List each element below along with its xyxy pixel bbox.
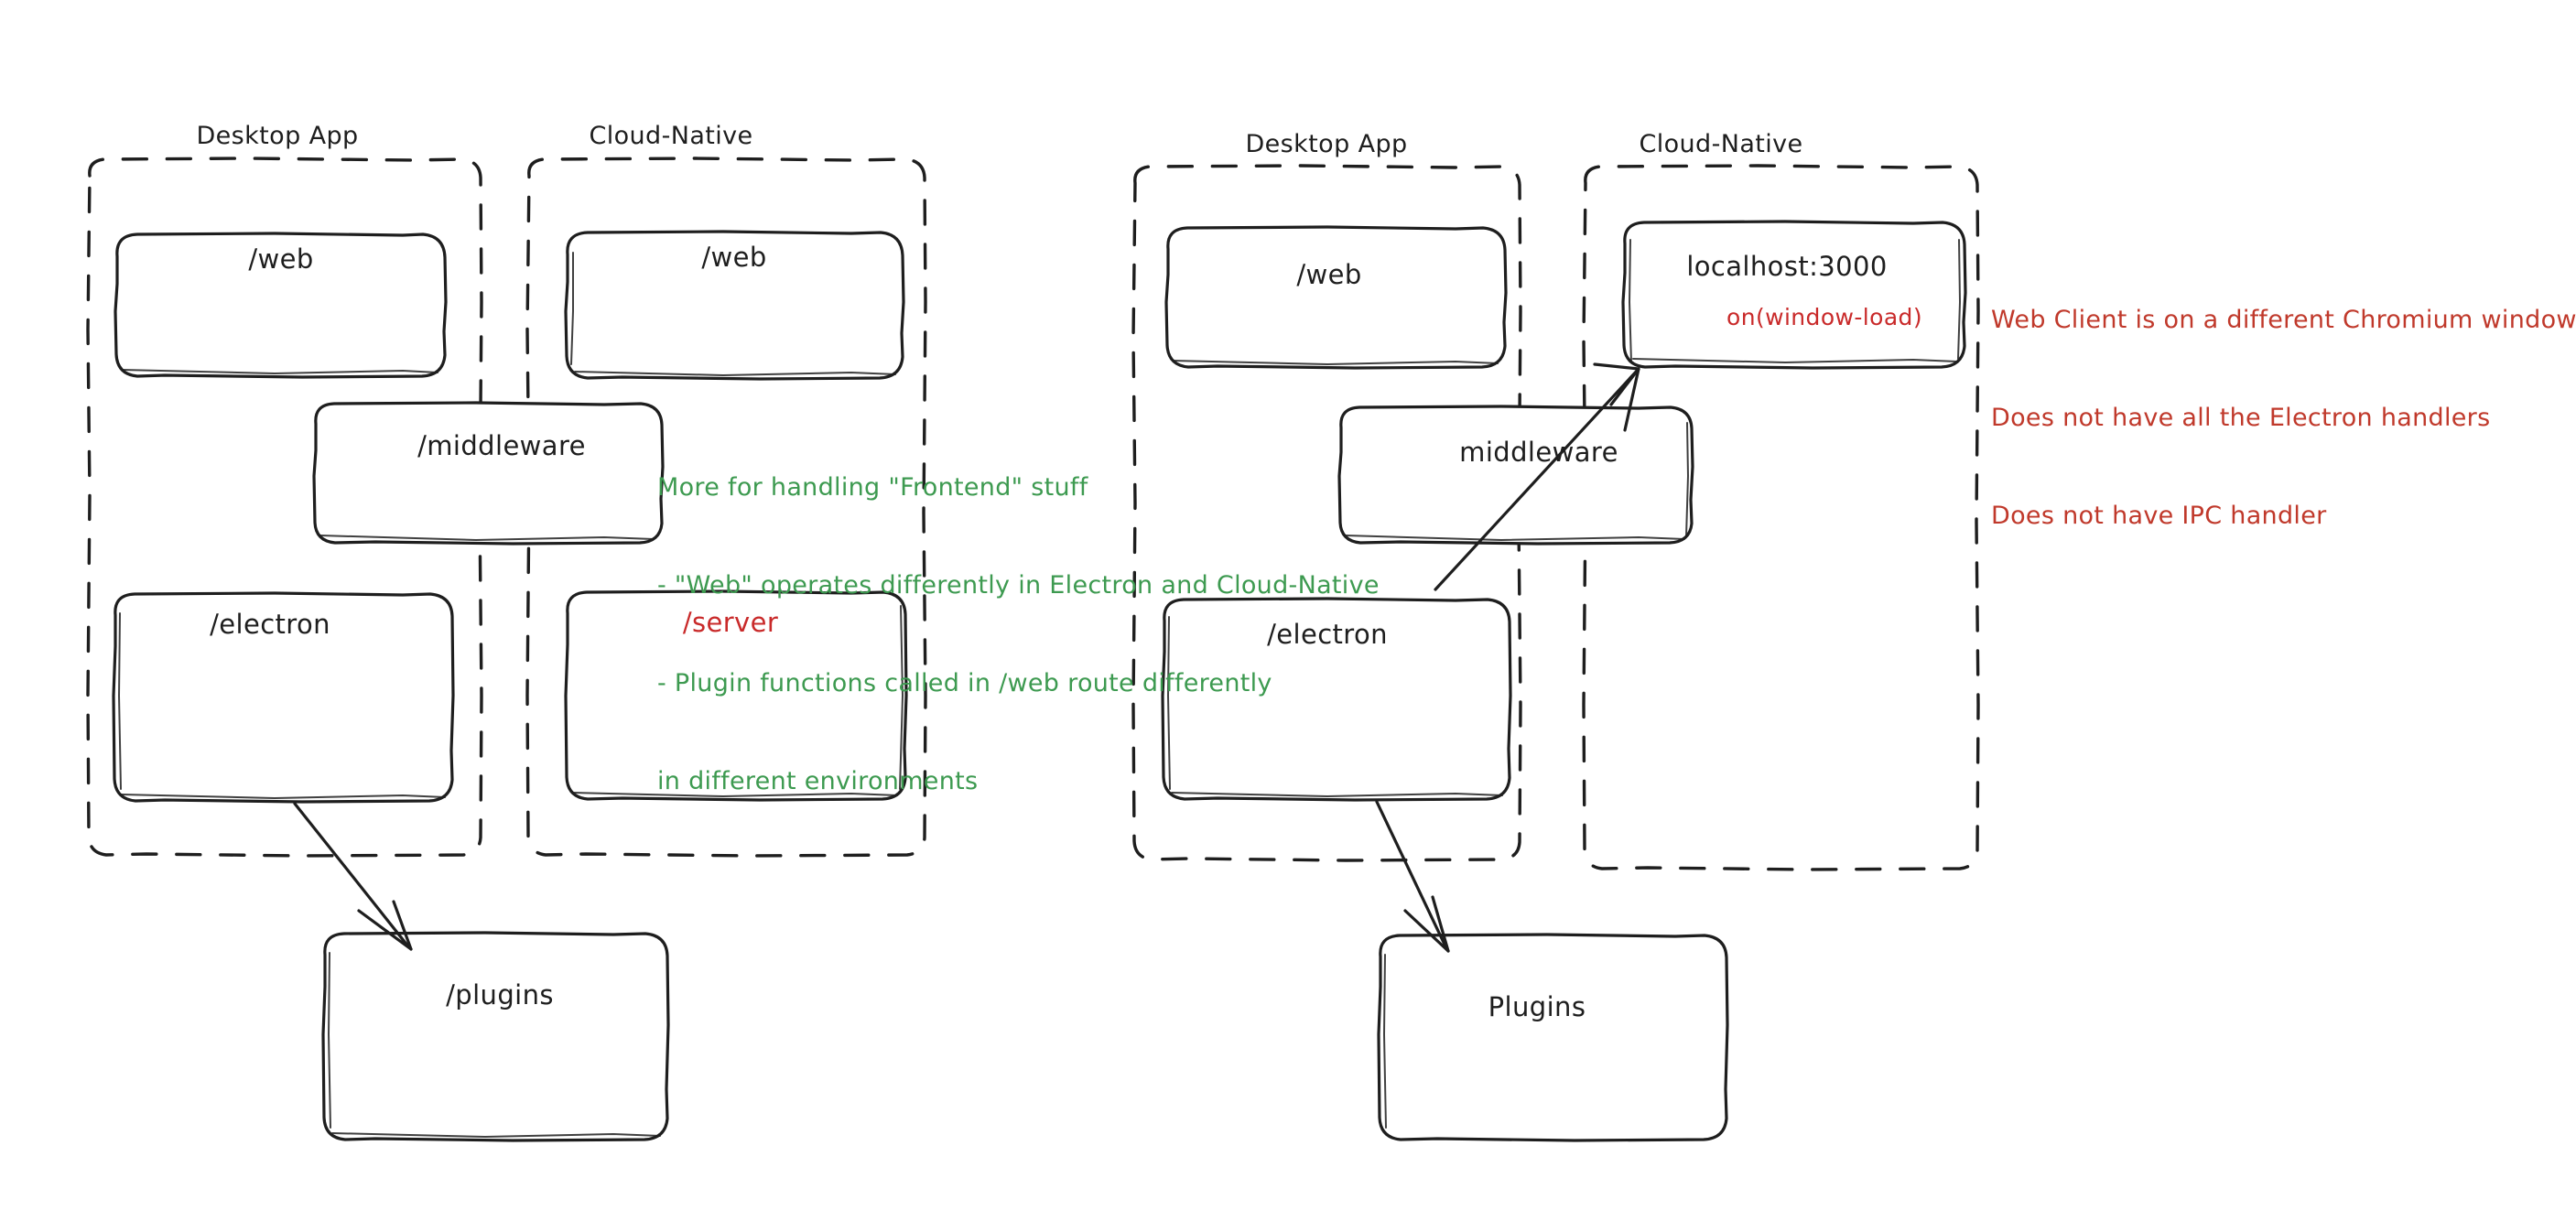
right-localhost-sublabel: on(window-load) [1726,304,1922,330]
left-electron-to-plugins-arrow [293,802,413,951]
left-plugins-label: /plugins [446,979,554,1010]
left-middleware-label: /middleware [417,430,586,461]
right-middleware-label: middleware [1459,437,1618,468]
left-electron-label: /electron [210,609,330,640]
right-desktop-app-title: Desktop App [1245,130,1408,158]
green-annotation-line-1: More for handling "Frontend" stuff [657,473,1088,503]
green-annotation-line-4: in different environments [657,766,979,795]
left-cloud-web-label: /web [701,242,767,273]
left-plugins-box [321,931,670,1142]
right-electron-to-plugins-arrow [1375,800,1450,953]
right-plugins-label: Plugins [1488,991,1586,1022]
green-annotation-line-2: - "Web" operates differently in Electron… [657,571,1380,600]
red-annotation: Web Client is on a different Chromium wi… [1991,239,2576,598]
left-cloud-native-title: Cloud-Native [589,122,753,150]
left-desktop-web-label: /web [248,243,314,275]
green-annotation: More for handling "Frontend" stuff - "We… [657,406,1380,863]
right-cloud-native-title: Cloud-Native [1639,130,1803,158]
red-annotation-line-1: Web Client is on a different Chromium wi… [1991,306,2576,335]
right-plugins-box [1377,933,1729,1142]
left-server-label: /server [682,607,779,638]
right-desktop-web-label: /web [1296,259,1362,290]
green-annotation-line-3: - Plugin functions called in /web route … [657,669,1272,697]
right-localhost-label: localhost:3000 [1686,251,1888,282]
red-annotation-line-3: Does not have IPC handler [1991,502,2327,530]
right-localhost-box [1621,220,1967,370]
right-middleware-box [1337,405,1694,546]
right-electron-label: /electron [1267,619,1388,650]
right-desktop-web-box [1164,225,1508,370]
red-annotation-line-2: Does not have all the Electron handlers [1991,404,2491,433]
left-desktop-app-title: Desktop App [196,122,359,150]
left-middleware-box [312,401,665,546]
right-electron-to-localhost-arrow [1434,362,1640,591]
